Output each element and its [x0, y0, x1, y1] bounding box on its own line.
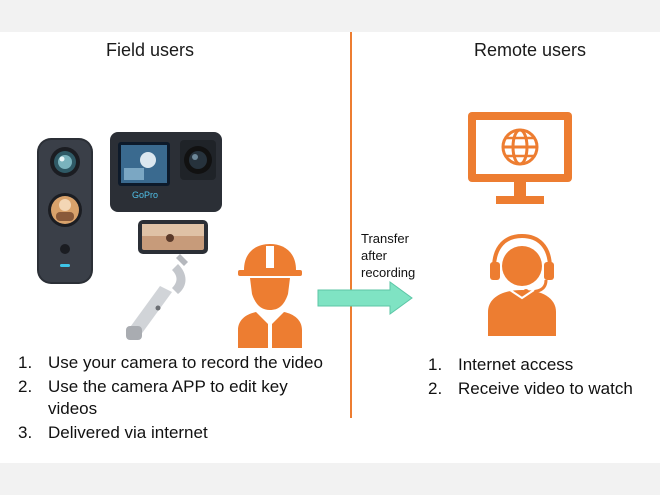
- list-text: Delivered via internet: [48, 423, 208, 442]
- 360-camera-icon: [37, 138, 93, 284]
- list-text: Use your camera to record the video: [48, 353, 323, 372]
- list-item: 1. Internet access: [428, 354, 658, 376]
- list-text: Internet access: [458, 355, 574, 374]
- phone-gimbal-icon: [126, 220, 208, 340]
- transfer-line-1: Transfer: [361, 231, 409, 246]
- list-number: 3.: [18, 423, 33, 442]
- field-users-heading: Field users: [105, 40, 195, 60]
- list-item: 3. Delivered via internet: [18, 422, 328, 444]
- list-text: Use the camera APP to edit key videos: [48, 377, 288, 418]
- right-arrow-icon: [317, 281, 413, 315]
- headset-user-icon: [488, 233, 556, 336]
- list-number: 1.: [428, 355, 443, 374]
- list-number: 2.: [18, 377, 33, 396]
- gopro-logo: GoPro: [132, 190, 158, 200]
- transfer-label: Transfer after recording: [361, 230, 441, 281]
- remote-steps-list: 1. Internet access 2. Receive video to wat…: [428, 354, 658, 402]
- transfer-line-2: after: [361, 248, 388, 263]
- transfer-line-3: recording: [361, 265, 416, 280]
- field-steps-list: 1. Use your camera to record the video 2.…: [18, 352, 328, 446]
- diagram-slide: Field users Remote users GoPro: [0, 32, 660, 463]
- list-number: 2.: [428, 379, 443, 398]
- list-item: 1. Use your camera to record the video: [18, 352, 328, 374]
- list-item: 2. Use the camera APP to edit key videos: [18, 376, 328, 420]
- construction-worker-icon: [238, 244, 302, 348]
- action-camera-icon: GoPro: [110, 132, 222, 212]
- list-text: Receive video to watch: [458, 379, 633, 398]
- remote-users-heading: Remote users: [473, 40, 587, 60]
- globe-monitor-icon: [468, 112, 572, 204]
- list-item: 2. Receive video to watch: [428, 378, 658, 400]
- vertical-divider: [350, 32, 352, 418]
- list-number: 1.: [18, 353, 33, 372]
